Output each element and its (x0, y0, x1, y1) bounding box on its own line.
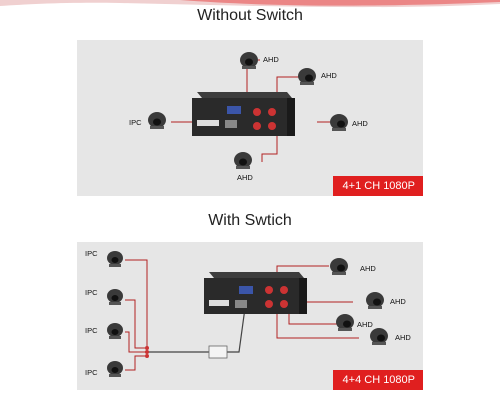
ahd-camera-top (240, 52, 258, 69)
ipc-label-3: IPC (85, 326, 98, 335)
mdvr-device (192, 92, 295, 136)
ipc-label-left: IPC (129, 118, 142, 127)
ahd-camera-bottom (234, 152, 252, 169)
network-switch (145, 345, 228, 359)
section-title-with-switch: With Swtich (208, 212, 292, 229)
diagram-with-switch: IPC IPC IPC IPC (77, 242, 423, 390)
header-swoosh (0, 0, 500, 8)
ipc-camera-1 (107, 251, 123, 267)
ahd-label-top: AHD (263, 55, 279, 64)
ahd-camera-2 (366, 292, 384, 309)
channel-badge-without-switch: 4+1 CH 1080P (332, 176, 423, 196)
ahd-camera-far-right (330, 114, 348, 131)
ahd-label-1: AHD (360, 264, 376, 273)
ahd-camera-1 (330, 258, 348, 275)
ahd-label-4: AHD (395, 333, 411, 342)
ahd-camera-4 (370, 328, 388, 345)
ipc-camera-2 (107, 289, 123, 305)
ipc-label-1: IPC (85, 249, 98, 258)
ipc-camera-3 (107, 323, 123, 339)
ipc-label-2: IPC (85, 288, 98, 297)
channel-badge-with-switch: 4+4 CH 1080P (332, 370, 423, 390)
mdvr-device-2 (204, 272, 307, 314)
ahd-camera-3 (336, 314, 354, 331)
network-cable (145, 307, 246, 353)
ahd-label-bottom: AHD (237, 173, 253, 182)
diagram-without-switch: AHD AHD AHD AHD IPC (77, 40, 423, 196)
ipc-label-4: IPC (85, 368, 98, 377)
ahd-label-right-top: AHD (321, 71, 337, 80)
ahd-label-2: AHD (390, 297, 406, 306)
ipc-camera-left (148, 112, 166, 129)
ipc-camera-4 (107, 361, 123, 377)
ahd-label-3: AHD (357, 320, 373, 329)
section-title-without-switch: Without Switch (197, 7, 303, 24)
ahd-camera-right-top (298, 68, 316, 85)
ahd-label-far-right: AHD (352, 119, 368, 128)
